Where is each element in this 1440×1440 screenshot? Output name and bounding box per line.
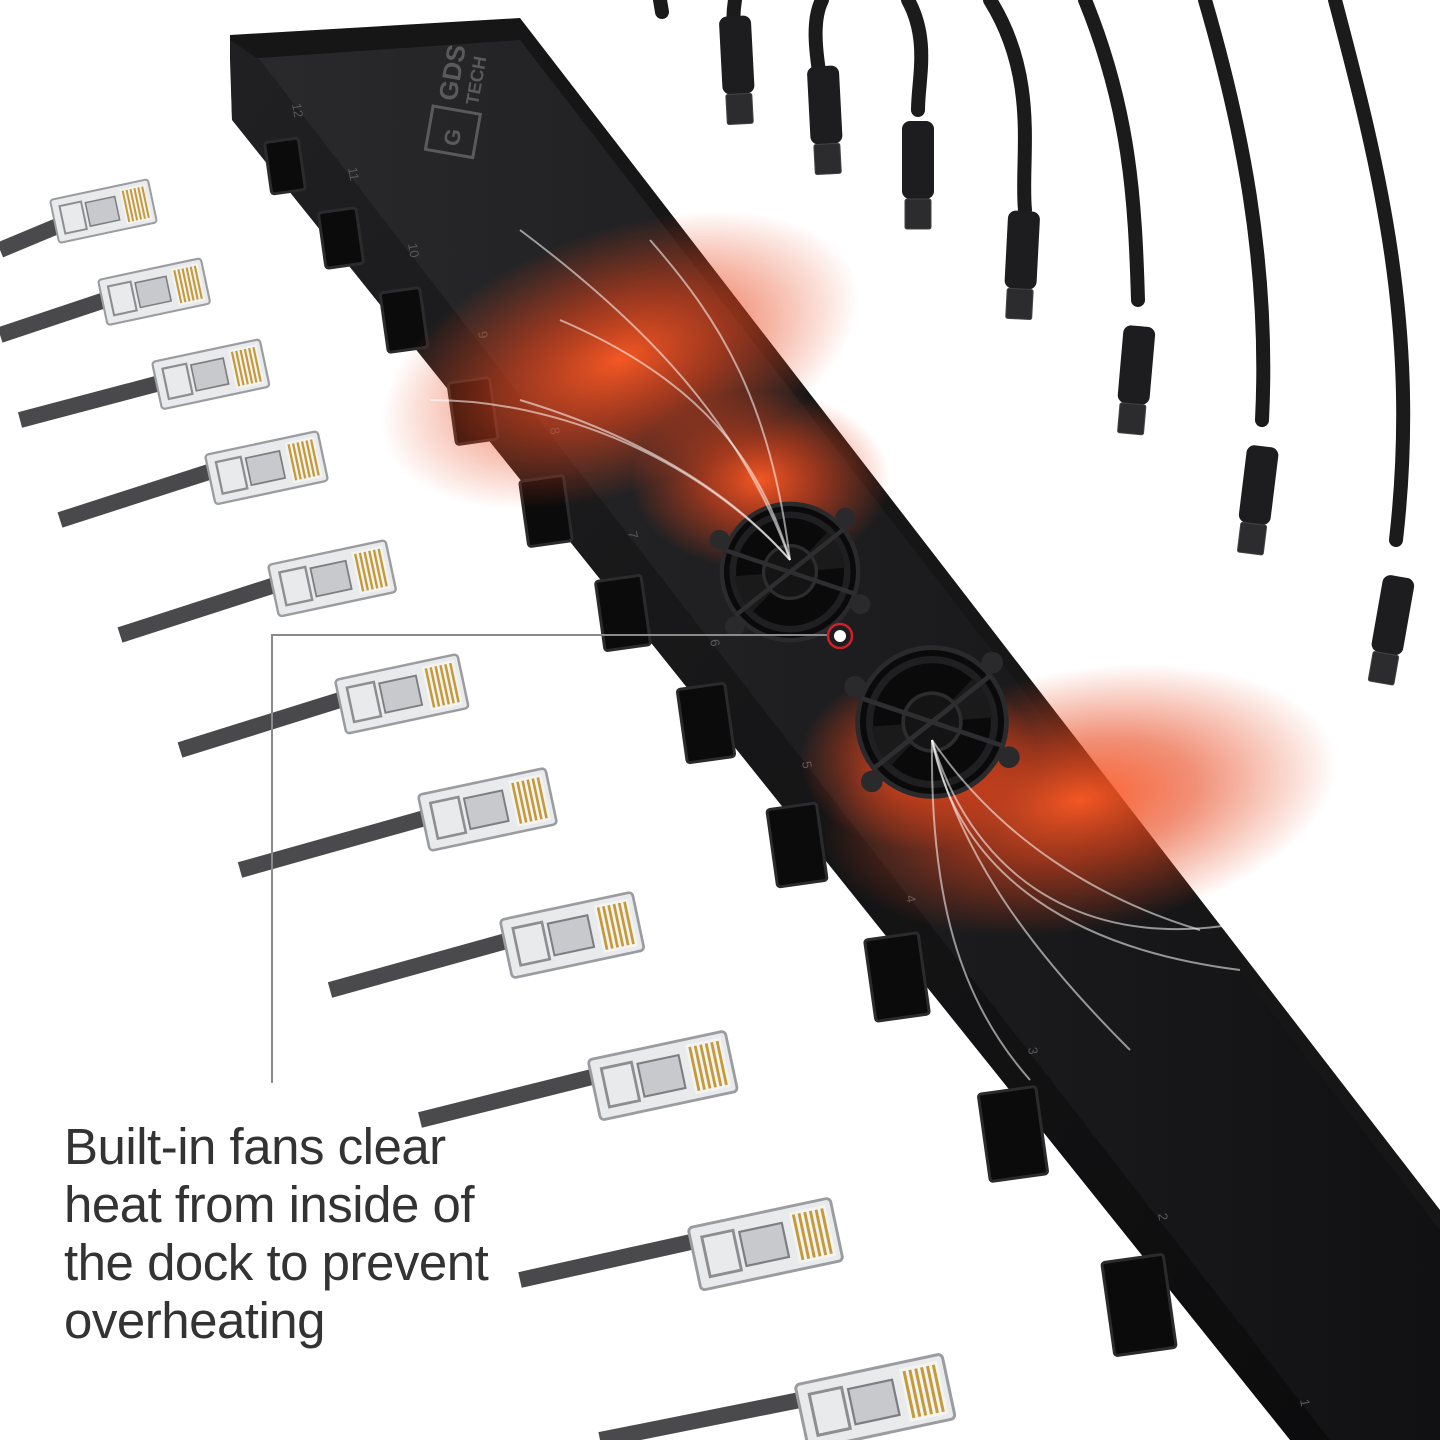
- port-label-6: 6: [707, 638, 723, 648]
- svg-text:G: G: [439, 127, 467, 148]
- port-label-12: 12: [289, 102, 306, 119]
- callout-line-4: overheating: [64, 1292, 326, 1349]
- callout-text: Built-in fans clear heat from inside of …: [64, 1118, 584, 1350]
- callout-line-3: the dock to prevent: [64, 1234, 489, 1291]
- port-label-3: 3: [1025, 1046, 1041, 1056]
- callout-line-2: heat from inside of: [64, 1176, 475, 1233]
- port-label-1: 1: [1297, 1398, 1313, 1408]
- port-label-7: 7: [625, 530, 641, 540]
- port-label-11: 11: [345, 166, 362, 182]
- airflow-lines: [429, 229, 1311, 1081]
- callout-line-1: Built-in fans clear: [64, 1118, 446, 1175]
- ethernet-cables: [0, 178, 957, 1440]
- port-label-10: 10: [405, 242, 422, 259]
- port-label-2: 2: [1155, 1212, 1171, 1222]
- callout-leader: [271, 622, 854, 1083]
- usb-cables: [653, 0, 1416, 687]
